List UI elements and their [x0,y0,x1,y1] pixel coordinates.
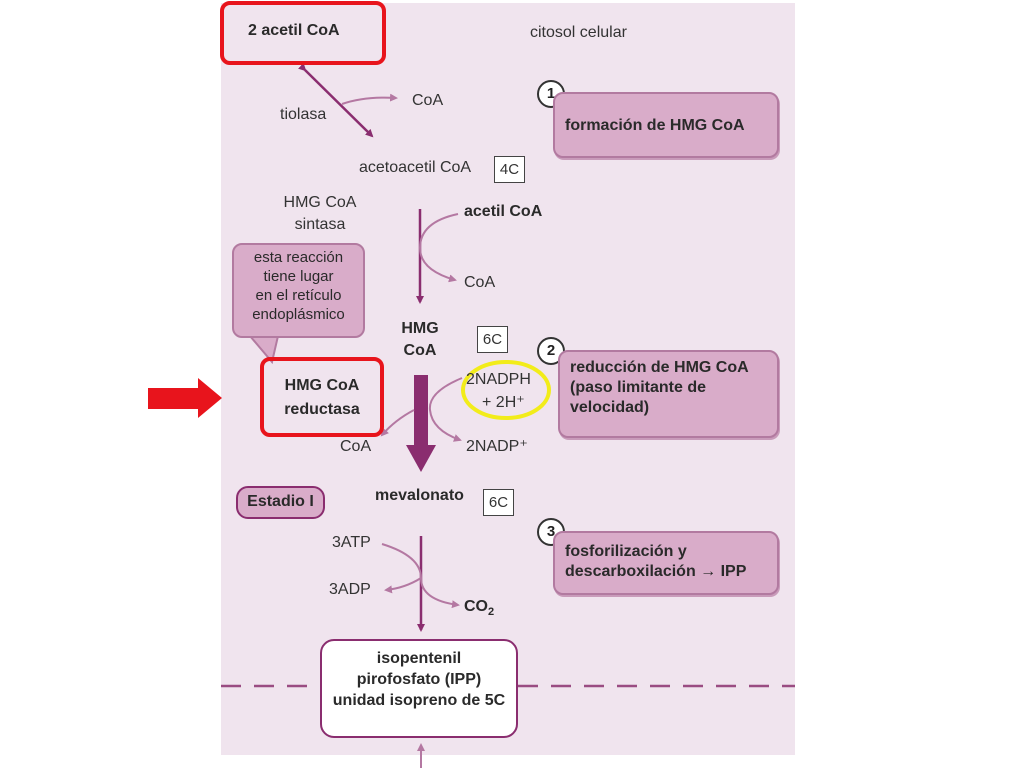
reductasa-arrow-shaft [414,375,428,447]
tiolasa-arrow [297,62,374,138]
ipp-box: isopentenil pirofosfato (IPP) unidad iso… [320,639,518,738]
tiolasa-label: tiolasa [280,106,327,123]
carbon-box-4c: 4C [494,156,525,183]
co2-label: CO2 [464,597,494,622]
step-2-line: (paso limitante de [570,379,707,396]
mevalonato-label: mevalonato [375,487,464,504]
acetil-coa-2-label: 2 acetil CoA [248,22,340,39]
step-1-box: formación de HMG CoA [553,92,779,158]
highlight-box-reductasa [260,357,384,437]
co2-text: CO [464,598,488,615]
nadph-label-2: + 2H⁺ [482,394,525,411]
carbon-box-6c-2: 6C [483,489,514,516]
note-line: endoplásmico [252,306,345,323]
reticulo-note: esta reacción tiene lugar en el retículo… [232,243,365,338]
ipp-line: pirofosfato (IPP) [356,671,482,688]
coa-label-3: CoA [340,438,372,455]
step-3-box: fosforilización y descarboxilación → IPP [553,531,779,595]
hmg-sintasa-label-2: sintasa [294,216,346,233]
note-line: esta reacción [253,249,344,266]
hmg-label-2: CoA [403,342,437,359]
red-pointer-arrow-head [198,378,222,418]
acetil-coa-curve [418,213,459,283]
red-pointer-arrow-shaft [148,388,200,409]
coa-label-2: CoA [464,274,496,291]
nadph-label-1: 2NADPH [466,371,531,388]
ipp-line: unidad isopreno de 5C [332,692,506,709]
step-2-box: reducción de HMG CoA (paso limitante de … [558,350,779,438]
citosol-label: citosol celular [530,24,627,41]
adp-label: 3ADP [329,581,371,598]
hmg-sintasa-label-1: HMG CoA [283,194,357,211]
step-2-line: reducción de HMG CoA [570,359,749,376]
reductasa-label-1: HMG CoA [284,377,360,394]
estadio-badge: Estadio I [236,486,325,519]
reductasa-arrow-head [406,445,436,472]
adp-arrow [384,577,422,594]
acetil-coa-label: acetil CoA [464,203,543,220]
coa-release-arrow-1 [341,93,398,105]
highlight-box-acetil [220,1,386,65]
atp-label: 3ATP [332,534,371,551]
note-line: en el retículo [255,287,342,304]
nadp-label: 2NADP⁺ [466,438,528,455]
note-pointer [249,335,279,365]
hmg-label-1: HMG [401,320,439,337]
carbon-box-6c-1: 6C [477,326,508,353]
step-3-line: descarboxilación → IPP [565,563,747,580]
ipp-line: isopentenil [376,650,462,667]
note-line: tiene lugar [263,268,334,285]
reductasa-label-2: reductasa [284,401,360,418]
co2-subscript: 2 [488,606,495,619]
coa-label-1: CoA [412,92,444,109]
step-1-line: formación de HMG CoA [565,117,745,134]
acetoacetil-label: acetoacetil CoA [359,159,472,176]
step-2-line: velocidad) [570,399,650,416]
step-3-line: fosforilización y [565,543,687,560]
coa-release-arrow-3 [380,409,415,437]
nadph-curve [428,377,463,442]
highlight-circle-nadph [461,360,551,420]
